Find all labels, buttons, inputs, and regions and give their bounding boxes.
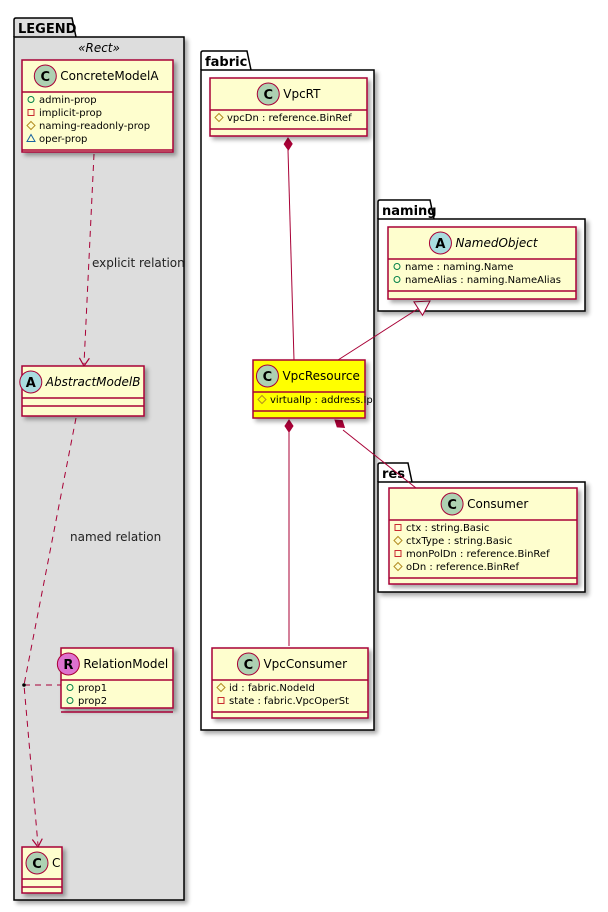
class-name: VpcResource [282, 369, 359, 383]
class-namedobject[interactable]: A NamedObject name : naming.Name nameAlias … [387, 226, 577, 300]
class-name: NamedObject [455, 236, 538, 250]
visibility-private-icon [217, 697, 225, 704]
visibility-protected-icon [393, 535, 403, 546]
svg-text:C: C [244, 658, 254, 673]
class-attribute: ctxType : string.Basic [406, 536, 512, 547]
svg-text:A: A [435, 237, 445, 252]
visibility-protected-icon [214, 112, 224, 123]
composition-diamond-icon [334, 419, 346, 429]
abstract-badge-icon: A [428, 231, 452, 255]
svg-text:C: C [447, 498, 457, 513]
composition-diamond-icon [284, 419, 294, 433]
class-attribute: id : fabric.NodeId [229, 683, 315, 694]
package-tab [377, 199, 435, 220]
class-vpcresource[interactable]: C VpcResource virtualIp : address.Ip [252, 359, 373, 419]
abstract-badge-icon: A [19, 370, 43, 394]
visibility-public-icon [27, 96, 35, 103]
class-attribute: nameAlias : naming.NameAlias [405, 275, 561, 286]
class-attribute: prop1 [78, 683, 107, 694]
class-box [388, 487, 578, 585]
edge-named-relation [23, 417, 77, 846]
visibility-protected-icon [26, 120, 36, 131]
class-box [60, 647, 174, 709]
class-attribute: name : naming.Name [405, 262, 513, 273]
class-name: VpcRT [283, 87, 321, 101]
class-badge-icon: C [256, 82, 280, 106]
generalization-arrow-icon [413, 300, 431, 317]
edge-explicit-relation [83, 153, 95, 365]
association-point [22, 683, 26, 687]
package-tab [13, 17, 77, 38]
class-name: ConcreteModelA [60, 69, 159, 83]
edge-label-explicit: explicit relation [92, 256, 185, 270]
visibility-public-icon [66, 684, 74, 691]
class-name: Consumer [467, 497, 528, 511]
visibility-protected-icon [257, 394, 267, 405]
svg-text:C: C [263, 370, 273, 385]
visibility-package-icon [26, 133, 36, 142]
class-attribute: prop2 [78, 696, 107, 707]
class-attribute: vpcDn : reference.BinRef [227, 113, 352, 124]
class-concretemodela[interactable]: C ConcreteModelA admin-prop implicit-prop na… [21, 59, 174, 153]
class-badge-icon: C [33, 64, 57, 88]
class-vpcconsumer[interactable]: C VpcConsumer id : fabric.NodeId state : fa… [211, 647, 369, 719]
package-stereotype: «Rect» [78, 41, 120, 55]
package-frame [13, 36, 185, 901]
edge-vpcrt-vpcresource [287, 149, 295, 361]
class-attribute: ctx : string.Basic [406, 523, 489, 534]
visibility-public-icon [393, 276, 401, 283]
class-attribute: oper-prop [39, 134, 87, 145]
svg-text:C: C [263, 88, 273, 103]
class-attribute: state : fabric.VpcOperSt [229, 696, 349, 707]
class-relationmodel[interactable]: R RelationModel prop1 prop2 [56, 647, 174, 713]
class-vpcrt[interactable]: C VpcRT vpcDn : reference.BinRef [209, 77, 368, 137]
class-attribute: oDn : reference.BinRef [406, 562, 519, 573]
class-name: VpcConsumer [263, 657, 347, 671]
visibility-private-icon [394, 524, 402, 531]
class-name: C [52, 856, 60, 870]
svg-text:C: C [32, 857, 42, 872]
svg-text:C: C [41, 70, 51, 85]
svg-text:R: R [63, 658, 73, 673]
class-attribute: admin-prop [39, 95, 97, 106]
package-legend: LEGEND«Rect» [13, 17, 185, 901]
relation-badge-icon: R [56, 652, 80, 676]
package-tab [377, 462, 413, 483]
package-name: res [382, 467, 405, 482]
svg-text:A: A [26, 376, 36, 391]
composition-diamond-icon [283, 137, 293, 151]
package-tab [200, 50, 252, 71]
package-name: fabric [205, 55, 247, 70]
class-box [21, 365, 145, 417]
package-name: naming [382, 204, 437, 219]
class-abstractmodelb[interactable]: A AbstractModelB [19, 365, 145, 417]
class-badge-icon: C [440, 492, 464, 516]
visibility-public-icon [393, 263, 401, 270]
class-box [209, 77, 368, 137]
visibility-public-icon [66, 697, 74, 704]
edge-label-named: named relation [70, 530, 161, 544]
package-name: LEGEND [18, 22, 77, 37]
class-attribute: implicit-prop [39, 108, 102, 119]
class-consumer[interactable]: C Consumer ctx : string.Basic ctxType : str… [388, 487, 578, 585]
visibility-protected-icon [216, 682, 226, 693]
class-attribute: monPolDn : reference.BinRef [406, 549, 550, 560]
class-badge-icon: C [255, 364, 279, 388]
class-box [387, 226, 577, 300]
class-badge-icon: C [236, 652, 260, 676]
class-attribute: naming-readonly-prop [39, 121, 150, 132]
edge-vpcresource-consumer [342, 429, 417, 489]
visibility-private-icon [394, 550, 402, 557]
class-name: RelationModel [83, 657, 168, 671]
visibility-private-icon [27, 109, 35, 116]
visibility-protected-icon [393, 561, 403, 572]
class-badge-icon: C [25, 851, 49, 875]
class-attribute: virtualIp : address.Ip [270, 395, 373, 406]
class-name: AbstractModelB [45, 375, 141, 389]
edge-vpcresource-namedobject [337, 300, 431, 361]
